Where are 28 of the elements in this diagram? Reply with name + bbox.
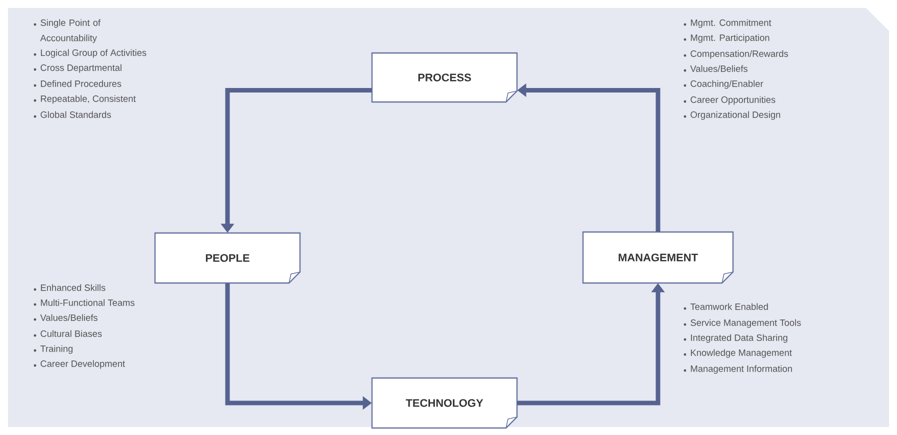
list-item: Values/Beliefs	[40, 314, 98, 321]
list-item: Logical Group of Activities	[40, 49, 146, 58]
list-item: Management Information	[690, 365, 792, 374]
document-box: TECHNOLOGY	[371, 377, 518, 429]
list-item: Teamwork Enabled	[690, 303, 768, 310]
list-item: Enhanced Skills	[40, 284, 106, 291]
document-box: PEOPLE	[154, 232, 301, 284]
document-box: MANAGEMENT	[582, 231, 734, 284]
list-item: Training	[40, 345, 73, 354]
list-item: Mgmt. Commitment	[690, 19, 772, 28]
list-item: Repeatable, Consistent	[40, 95, 136, 104]
list-item: Organizational Design	[690, 111, 780, 120]
list-item: Values/Beliefs	[690, 65, 748, 72]
list-item: Cultural Biases	[40, 330, 102, 337]
list-item: Coaching/Enabler	[690, 80, 764, 89]
list-item: Knowledge Management	[690, 349, 792, 358]
list-item: Integrated Data Sharing	[691, 334, 788, 343]
list-item: Service Management Tools	[690, 319, 801, 328]
list-item: Multi-Functional Teams	[40, 299, 134, 306]
list-item: Mgmt. Participation	[690, 34, 770, 43]
document-box: PROCESS	[371, 52, 518, 103]
list-item: Global Standards	[40, 111, 111, 118]
list-item: Defined Procedures	[40, 80, 122, 87]
list-item: Career Opportunities	[690, 96, 776, 105]
list-item: Single Point of Accountability	[40, 19, 101, 44]
list-item: Compensation/Rewards	[690, 50, 788, 59]
list-item: Cross Departmental	[40, 64, 122, 73]
list-item: Career Development	[40, 360, 125, 369]
